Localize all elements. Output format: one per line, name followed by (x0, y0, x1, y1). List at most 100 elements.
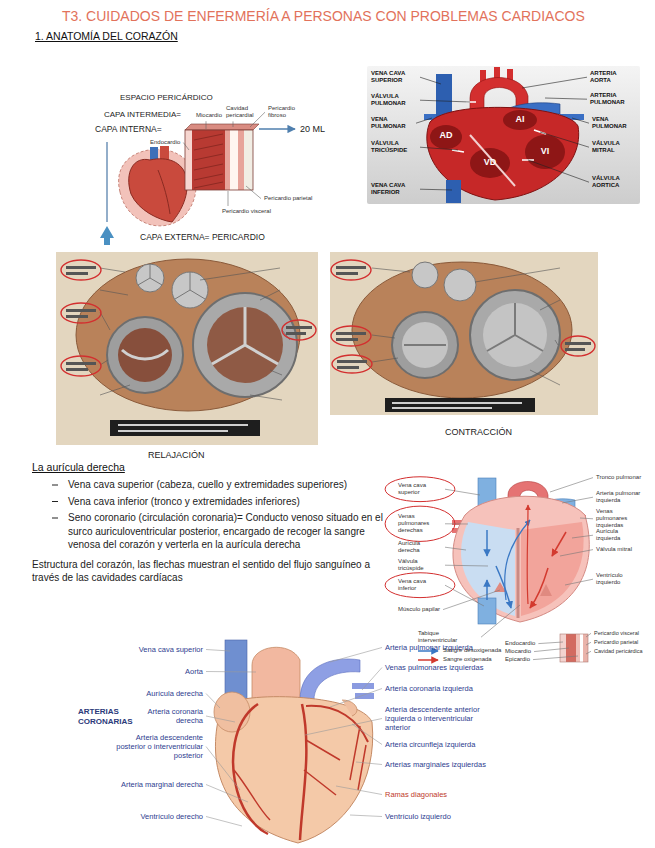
part-label: VENA PULMONAR (592, 116, 634, 130)
pericardium-figure (244, 130, 253, 190)
heart-photo (561, 336, 595, 356)
heart-illustration (525, 135, 565, 169)
leader-line (183, 143, 189, 150)
heart-photo (392, 312, 458, 378)
heart-illustration (367, 66, 640, 204)
leader-line (572, 118, 589, 123)
pericardium-figure (100, 124, 295, 245)
leader-line (545, 98, 587, 99)
heart-photo (122, 350, 168, 359)
layer-label: 20 ML (300, 124, 325, 135)
heart-photo (332, 355, 372, 373)
part-label: Pericardio fibroso (268, 105, 306, 119)
heart-photo (487, 303, 543, 351)
artery-label: Arteria circunfleja izquierda (385, 740, 475, 749)
part-label: ARTERIA AORTA (590, 70, 634, 84)
heart-photo (336, 332, 366, 335)
heart-photo (483, 303, 547, 367)
part-label: VÁLVULA PULMONAR (371, 93, 417, 107)
heart-photo (61, 260, 101, 280)
pericardium-figure (129, 159, 187, 222)
part-label: ARTERIA PULMONAR (590, 92, 634, 106)
part-label: Pericardio parietal (264, 195, 312, 202)
leader-line (562, 497, 593, 503)
leader-line (445, 585, 484, 606)
heart-photo (118, 424, 248, 426)
heart-photo (110, 420, 260, 436)
leader-line (580, 518, 593, 520)
leader-line (443, 590, 500, 610)
heart-photo (138, 264, 162, 285)
leader-line (538, 642, 563, 644)
heart-section (560, 634, 566, 662)
leader-line (330, 689, 382, 708)
heart-section (552, 532, 566, 556)
artery-label: Arteria coronaria izquierda (385, 684, 473, 693)
leader-line (572, 535, 593, 538)
chamber-label: VD (484, 157, 497, 168)
highlight-circle (385, 506, 455, 541)
chamber-label: VI (541, 146, 550, 157)
artery-label: Arteria coronaria derecha (141, 707, 203, 725)
heart-section (517, 528, 520, 618)
heart-photo (118, 328, 172, 382)
leader-line (246, 186, 261, 199)
part-label: Tronco pulmonar (596, 474, 641, 481)
heart-photo (336, 272, 358, 275)
artery-label: Aorta (185, 667, 203, 676)
section-heading: 1. ANATOMÍA DEL CORAZÓN (35, 30, 178, 43)
coronary-illustration (300, 659, 360, 700)
heart-section (418, 478, 589, 662)
layer-label: CAPA INTERNA= (95, 124, 162, 134)
body-text: Estructura del corazón, las flechas mues… (32, 558, 382, 585)
heart-photo (207, 307, 283, 383)
leader-line (420, 77, 441, 84)
leader-line (416, 118, 432, 123)
heart-photo (352, 262, 572, 398)
coronary-illustration (304, 726, 366, 795)
leader-line (420, 147, 458, 150)
leader-line (586, 633, 591, 637)
heart-photo (100, 268, 290, 400)
part-label: Epicardio (505, 656, 530, 663)
heart-photo (330, 252, 598, 415)
leader-line (481, 605, 520, 637)
heart-photo (412, 262, 438, 288)
part-label: Válvula mitral (596, 546, 632, 553)
part-label: Miocardio (505, 648, 531, 655)
heart-photo (404, 344, 446, 346)
heart-section (530, 568, 548, 608)
leader-line (528, 160, 589, 182)
part-label: VENA PULMONAR (371, 116, 413, 130)
part-label: Aurícula izquierda (596, 528, 642, 542)
heart-photo (61, 303, 101, 323)
pericardium-figure (230, 130, 238, 190)
artery-label: Arteria descendente anterior izquierda o… (385, 705, 495, 732)
coronary-illustration (355, 693, 374, 699)
leader-line (362, 668, 382, 691)
leader-line (350, 815, 382, 817)
leader-line (445, 489, 480, 495)
highlight-circle (385, 477, 455, 502)
leader-line (586, 642, 591, 645)
chamber-label: AD (440, 130, 453, 141)
layer-label: CAPA INTERMEDIA= (104, 110, 181, 120)
artery-label: Ramas diagonales (385, 790, 447, 799)
heart-photo (61, 356, 101, 376)
part-label: Cavidad pericárdica (594, 648, 643, 655)
artery-label: Vena cava superior (139, 645, 203, 654)
part-label: Ventrículo izquierdo (596, 572, 642, 586)
leader-line (233, 121, 234, 127)
heart-photo (76, 259, 300, 411)
heart-photo (66, 309, 96, 312)
heart-photo (286, 332, 306, 335)
leader-line (206, 747, 240, 791)
leader-line (356, 762, 382, 765)
leader-line (565, 579, 593, 585)
leader-line (352, 724, 382, 745)
legend-text: Sangre oxigenada (443, 656, 492, 663)
figure-title: ARTERIAS CORONARIAS (78, 707, 136, 726)
part-label: Endocardio (150, 139, 180, 146)
artery-label: Arteria marginal derecha (121, 780, 203, 789)
